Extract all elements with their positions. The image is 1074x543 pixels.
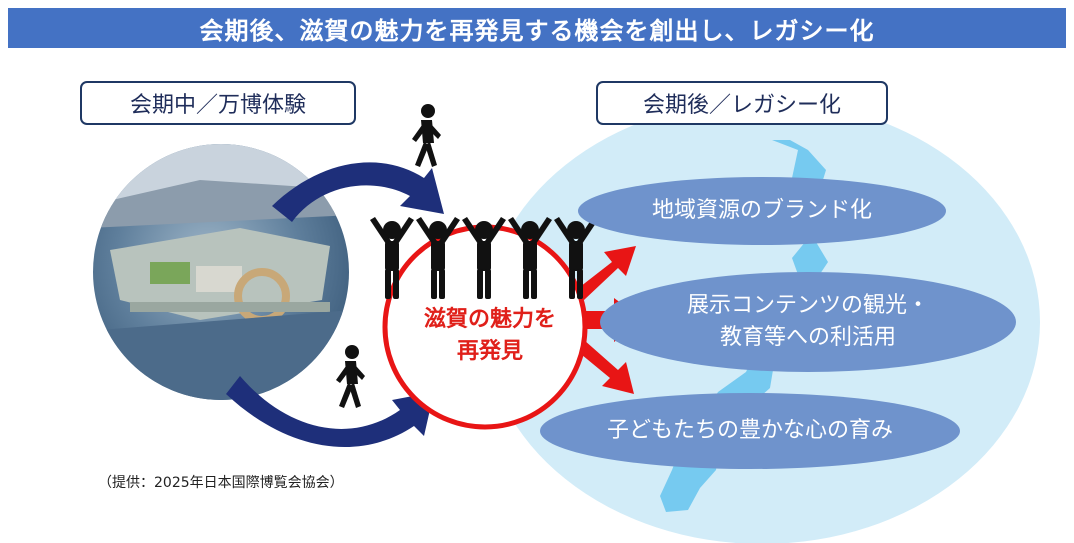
outcome-pill-utilization <box>600 272 1016 372</box>
after-expo-label: 会期後／レガシー化 <box>596 81 888 125</box>
outcome-branding-text: 地域資源のブランド化 <box>651 198 872 224</box>
center-message-line1: 滋賀の魅力を <box>423 307 556 333</box>
outcome-utilization-line1: 展示コンテンツの観光・ <box>686 293 929 319</box>
outcome-utilization-line2: 教育等への利活用 <box>719 325 896 350</box>
flow-arrow-top <box>272 162 444 222</box>
walking-person-icon <box>336 345 365 408</box>
flow-arrow-bottom <box>226 376 434 448</box>
during-expo-label: 会期中／万博体験 <box>80 81 356 125</box>
image-credit: （提供：2025年日本国際博覧会協会） <box>98 475 344 491</box>
outcome-pill-branding <box>578 177 946 245</box>
walking-person-icon <box>412 104 441 167</box>
red-arrow-down <box>576 340 634 394</box>
page-title: 会期後、滋賀の魅力を再発見する機会を創出し、レガシー化 <box>8 8 1066 48</box>
outcome-education-text: 子どもたちの豊かな心の育み <box>606 418 893 444</box>
red-arrow-up <box>576 246 636 300</box>
outcome-pill-education <box>540 393 960 469</box>
center-message: 滋賀の魅力を 再発見 <box>390 296 590 376</box>
center-message-line2: 再発見 <box>456 339 523 364</box>
outcome-utilization-text: 展示コンテンツの観光・ 教育等への利活用 <box>610 280 1006 364</box>
